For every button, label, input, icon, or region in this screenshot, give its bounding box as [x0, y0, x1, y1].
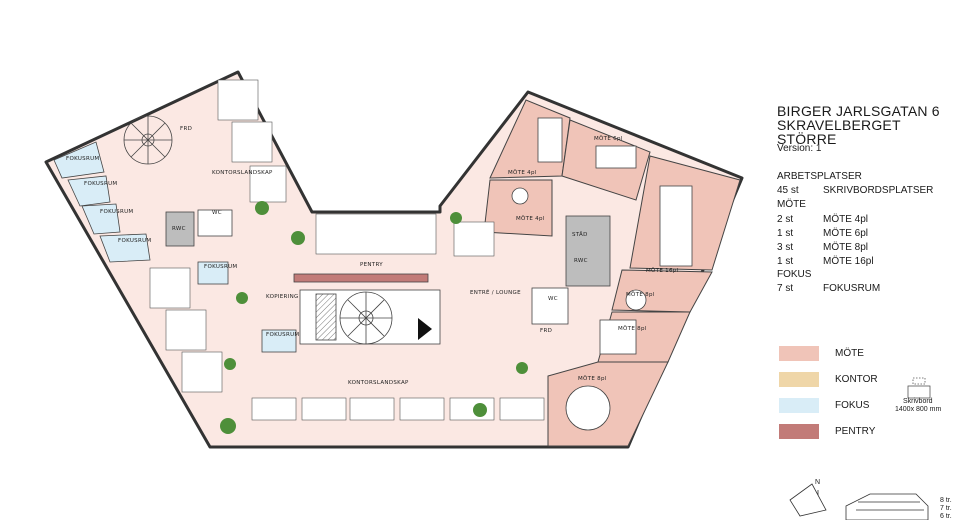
label-fokusrum-5: FOKUSRUM — [204, 264, 237, 270]
legend-swatch-mote — [779, 346, 819, 361]
label-fokusrum-3: FOKUSRUM — [100, 209, 133, 215]
section-heading-mote: MÖTE — [777, 199, 806, 210]
focus-rooms — [53, 141, 297, 353]
label-mote-4-a: MÖTE 4pl — [508, 169, 537, 176]
title-line-3: STÖRRE — [777, 131, 837, 147]
label-fokusrum-4: FOKUSRUM — [118, 238, 151, 244]
label-kontorslandskap-1: KONTORSLANDSKAP — [212, 170, 273, 176]
label-mote-8-a: MÖTE 8pl — [626, 291, 655, 298]
label-entre: ENTRÉ / LOUNGE — [470, 288, 521, 296]
label-mote-16: MÖTE 16pl — [823, 256, 874, 267]
plants — [220, 201, 528, 434]
qty-mote-4: 2 st — [777, 214, 794, 225]
desk-key-line-1: Skrivbord — [903, 398, 933, 405]
version-label: Version: 1 — [777, 143, 822, 154]
qty-skrivbord: 45 st — [777, 185, 799, 196]
pentry-counter — [293, 273, 429, 283]
label-pentry: PENTRY — [360, 262, 383, 268]
compass-label: N — [815, 479, 821, 486]
floor-section-icon — [845, 493, 929, 520]
desk-clusters — [149, 79, 545, 421]
label-mote-6: MÖTE 6pl — [823, 228, 869, 239]
legend-label-mote: MÖTE — [835, 348, 864, 359]
label-rwc-2: RWC — [574, 258, 588, 264]
title-line-1: BIRGER JARLSGATAN 6 — [777, 103, 940, 119]
legend-label-pentry: PENTRY — [835, 426, 876, 437]
qty-fokusrum: 7 st — [777, 283, 794, 294]
label-mote-8-b: MÖTE 8pl — [618, 325, 647, 332]
label-mote-16: MÖTE 16pl — [646, 267, 679, 274]
label-frd-2: FRD — [540, 328, 552, 334]
entrance-arrow — [418, 318, 432, 340]
label-mote-4: MÖTE 4pl — [823, 214, 869, 225]
legend-label-kontor: KONTOR — [835, 374, 878, 385]
qty-mote-8: 3 st — [777, 242, 794, 253]
label-fokusrum: FOKUSRUM — [823, 283, 881, 294]
floor-label-7: 7 tr. — [940, 505, 952, 512]
desk-key-icon — [907, 377, 931, 399]
desk-key-line-2: 1400x 800 mm — [895, 406, 942, 413]
label-mote-4-b: MÖTE 4pl — [516, 215, 545, 222]
label-mote-6: MÖTE 6pl — [594, 135, 623, 142]
label-fokusrum-6: FOKUSRUM — [266, 332, 299, 338]
section-heading-fokus: FOKUS — [777, 269, 812, 280]
service-rooms — [165, 209, 611, 345]
compass-icon — [789, 483, 827, 517]
staircases — [123, 115, 393, 345]
legend-swatch-kontor — [779, 372, 819, 387]
legend-swatch-pentry — [779, 424, 819, 439]
label-mote-8-c: MÖTE 8pl — [578, 375, 607, 382]
meeting-tables — [511, 117, 693, 431]
label-rwc-1: RWC — [172, 226, 186, 232]
label-stad: STÄD — [572, 231, 588, 238]
floor-label-6: 6 tr. — [940, 513, 952, 520]
label-wc-1: WC — [212, 210, 222, 216]
section-heading-arbetsplatser: ARBETSPLATSER — [777, 171, 862, 182]
label-fokusrum-1: FOKUSRUM — [66, 156, 99, 162]
label-kopiering: KOPIERING — [266, 294, 299, 300]
qty-mote-6: 1 st — [777, 228, 794, 239]
label-frd-1: FRD — [180, 126, 192, 132]
label-fokusrum-2: FOKUSRUM — [84, 181, 117, 187]
title-line-2: SKRAVELBERGET — [777, 117, 901, 133]
label-kontorslandskap-2: KONTORSLANDSKAP — [348, 380, 409, 386]
legend-swatch-fokus — [779, 398, 819, 413]
label-mote-8: MÖTE 8pl — [823, 242, 869, 253]
floor-label-8: 8 tr. — [940, 497, 952, 504]
label-wc-2: WC — [548, 296, 558, 302]
label-skrivbord: SKRIVBORDSPLATSER — [823, 185, 934, 196]
qty-mote-16: 1 st — [777, 256, 794, 267]
legend-label-fokus: FOKUS — [835, 400, 870, 411]
